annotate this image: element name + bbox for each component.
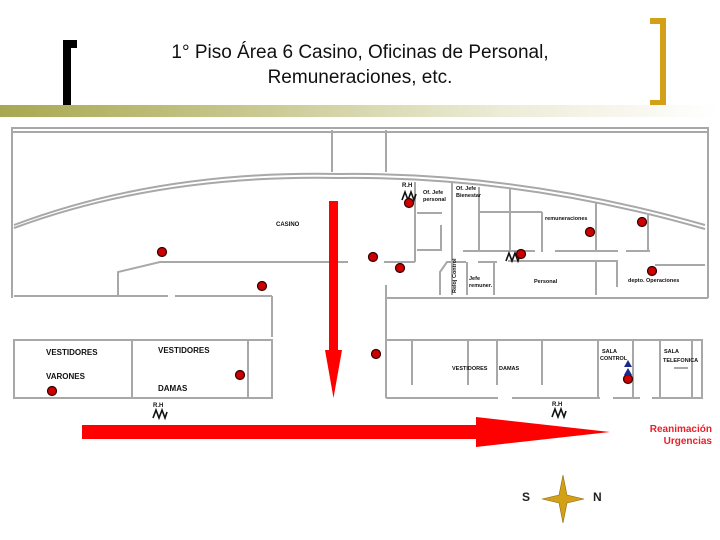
label-sala-telefonica-1: SALA: [664, 349, 679, 355]
right-bracket-bottom: [650, 100, 666, 106]
label-personal: Personal: [534, 279, 558, 285]
title-line-1: 1° Piso Área 6 Casino, Oficinas de Perso…: [171, 42, 549, 63]
label-casino: CASINO: [276, 222, 300, 228]
label-jefe-remuner-1: Jefe: [469, 276, 480, 282]
label-sala-control-1: SALA: [602, 349, 617, 355]
title-line-2: Remuneraciones, etc.: [267, 67, 453, 88]
label-of-jefe-personal-2: personal: [423, 197, 446, 203]
svg-text:R.H: R.H: [402, 183, 412, 189]
left-bracket-top: [63, 40, 77, 48]
label-vestidores-varones-2: VARONES: [46, 372, 86, 381]
label-sala-control-2: CONTROL: [600, 356, 628, 362]
left-bracket-decoration: [63, 40, 71, 114]
right-bracket-top: [650, 18, 666, 24]
label-remuneraciones: remuneraciones: [545, 216, 588, 222]
label-damas-east: DAMAS: [499, 366, 519, 372]
destination-line-2: Urgencias: [663, 436, 712, 447]
compass-star-icon: [541, 474, 585, 524]
rh-symbol-west: R.H: [152, 403, 168, 419]
floor-plan: CASINO Of. Jefe personal Of. Jefe Bienes…: [11, 127, 709, 447]
label-jefe-remuner-2: remuner.: [469, 283, 493, 289]
label-vestidores-east: VESTIDORES: [452, 366, 488, 372]
right-bracket-decoration: [660, 18, 666, 106]
label-vestidores-damas-2: DAMAS: [158, 384, 188, 393]
compass-north-label: N: [593, 490, 602, 504]
alarm-triangles: [624, 360, 632, 375]
walls: [11, 127, 709, 399]
header-gradient-band: [0, 105, 720, 117]
label-vestidores-varones-1: VESTIDORES: [46, 348, 98, 357]
label-vestidores-damas-1: VESTIDORES: [158, 346, 210, 355]
svg-text:R.H: R.H: [153, 403, 163, 409]
evacuation-arrow-right: [82, 417, 610, 447]
label-of-jefe-personal-1: Of. Jefe: [423, 190, 443, 196]
slide-title: 1° Piso Área 6 Casino, Oficinas de Perso…: [120, 40, 600, 90]
label-depto-operaciones: depto. Operaciones: [628, 278, 679, 284]
label-of-jefe-bienestar-1: Of. Jefe: [456, 186, 476, 192]
compass-south-label: S: [522, 490, 531, 504]
label-reloj-control: Reloj Control: [452, 258, 458, 293]
label-of-jefe-bienestar-2: Bienestar: [456, 193, 482, 199]
rh-symbol-north: R.H: [401, 183, 417, 201]
destination-line-1: Reanimación: [649, 424, 712, 435]
evacuation-arrow-down: [325, 201, 342, 398]
label-sala-telefonica-2: TELEFONICA: [663, 358, 698, 364]
destination-label: Reanimación Urgencias: [650, 424, 712, 448]
rh-symbol-east: R.H: [551, 402, 567, 418]
svg-text:R.H: R.H: [552, 402, 562, 408]
